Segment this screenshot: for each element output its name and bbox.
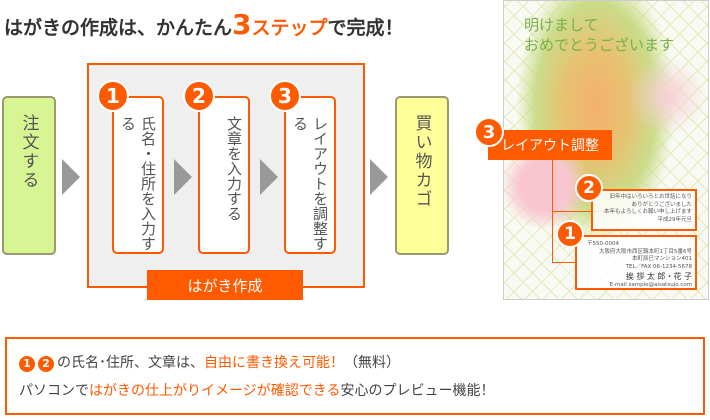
address-line: TEL／FAX 06-1234-5678 bbox=[625, 263, 692, 270]
step-badge-1: 1 bbox=[97, 80, 129, 112]
step-badge-3: 3 bbox=[269, 80, 301, 112]
address-line: 大阪府大阪市西区靱本町1丁目5番6号 bbox=[599, 248, 692, 255]
step-name-address: 氏名・住所を入力する bbox=[112, 96, 164, 254]
postcard-creation-label: はがき作成 bbox=[147, 270, 303, 300]
info-text: （無料） bbox=[344, 355, 400, 371]
connector-line bbox=[552, 262, 576, 263]
title-highlight: ステップ bbox=[251, 17, 328, 39]
info-highlight: はがきの仕上がりイメージが確認できる bbox=[89, 383, 341, 399]
title-text-end: で完成！ bbox=[327, 17, 404, 39]
order-step: 注文する bbox=[2, 96, 56, 255]
greeting: 明けましておめでとうございます bbox=[524, 15, 674, 55]
message-line: 平成29年元旦 bbox=[657, 216, 693, 223]
arrow-right-icon bbox=[370, 159, 388, 195]
arrow-right-icon bbox=[260, 159, 278, 195]
info-text: 安心のプレビュー機能！ bbox=[340, 383, 495, 399]
names: 挨 拶 太 郎・花 子 bbox=[625, 272, 692, 281]
message-line: 本年もよろしくお願い申し上げます bbox=[603, 209, 692, 215]
connector-line bbox=[552, 211, 622, 212]
step-layout: レイアウトを調整する bbox=[284, 96, 336, 254]
greeting-line: 明けまして bbox=[524, 16, 599, 34]
arrow-right-icon bbox=[62, 159, 80, 195]
badge-1: 1 bbox=[19, 356, 35, 372]
greeting-line: おめでとうございます bbox=[524, 36, 675, 54]
message-line: ありがとうございました bbox=[631, 201, 692, 208]
cart-step: 買い物カゴ bbox=[395, 96, 449, 255]
email: E-mail sample@aisatsujo.com bbox=[609, 282, 692, 288]
layout-adjust-label: レイアウト調整 bbox=[488, 130, 612, 160]
info-line-2: パソコンではがきの仕上がりイメージが確認できる安心のプレビュー機能！ bbox=[19, 377, 691, 405]
title-number: 3 bbox=[232, 8, 252, 41]
step-message: 文章を入力する bbox=[198, 96, 250, 254]
info-text: の氏名･住所、文章は、 bbox=[57, 355, 204, 371]
address-line: 本町辰巳マンション401 bbox=[632, 256, 692, 262]
message-line: 旧年中はいろいろとお世話になり bbox=[609, 194, 692, 200]
address-line: 〒550-0004 bbox=[587, 241, 619, 247]
info-text: パソコンで bbox=[19, 383, 89, 399]
preview-badge-2: 2 bbox=[575, 174, 603, 202]
step-badge-2: 2 bbox=[183, 80, 215, 112]
title-text: はがきの作成は、かんたん bbox=[4, 17, 233, 39]
preview-badge-3: 3 bbox=[474, 117, 504, 147]
arrow-right-icon bbox=[174, 159, 192, 195]
message-area: 旧年中はいろいろとお世話になりありがとうございました本年もよろしくお願い申し上げ… bbox=[591, 189, 697, 231]
page-title: はがきの作成は、かんたん3ステップで完成！ bbox=[4, 8, 404, 41]
badge-2: 2 bbox=[38, 356, 54, 372]
preview-badge-1: 1 bbox=[556, 220, 584, 248]
info-highlight: 自由に書き換え可能！ bbox=[204, 355, 344, 371]
